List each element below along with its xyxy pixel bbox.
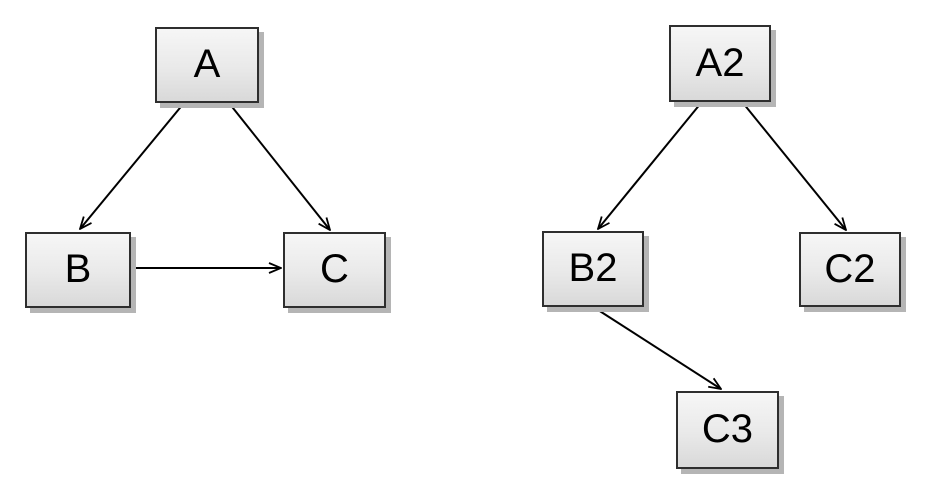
node-c3-label: C3 xyxy=(701,407,754,451)
node-b2-label: B2 xyxy=(568,246,618,290)
node-b2[interactable]: B2 xyxy=(542,231,644,307)
node-c-label: C xyxy=(320,247,349,291)
edge-a-to-b xyxy=(80,102,185,229)
node-b[interactable]: B xyxy=(25,232,131,308)
edge-a-to-c xyxy=(228,102,330,230)
node-a2[interactable]: A2 xyxy=(669,25,771,102)
node-a2-label: A2 xyxy=(695,40,745,85)
node-c2[interactable]: C2 xyxy=(799,232,901,307)
edge-a2-to-c2 xyxy=(742,102,846,230)
node-c3[interactable]: C3 xyxy=(676,391,779,469)
edge-b2-to-c3 xyxy=(594,307,721,389)
node-c2-label: C2 xyxy=(824,246,876,291)
node-a[interactable]: A xyxy=(155,27,259,103)
node-b-label: B xyxy=(64,247,92,291)
node-a-label: A xyxy=(193,42,221,86)
edge-a2-to-b2 xyxy=(598,102,702,229)
node-c[interactable]: C xyxy=(283,232,386,308)
